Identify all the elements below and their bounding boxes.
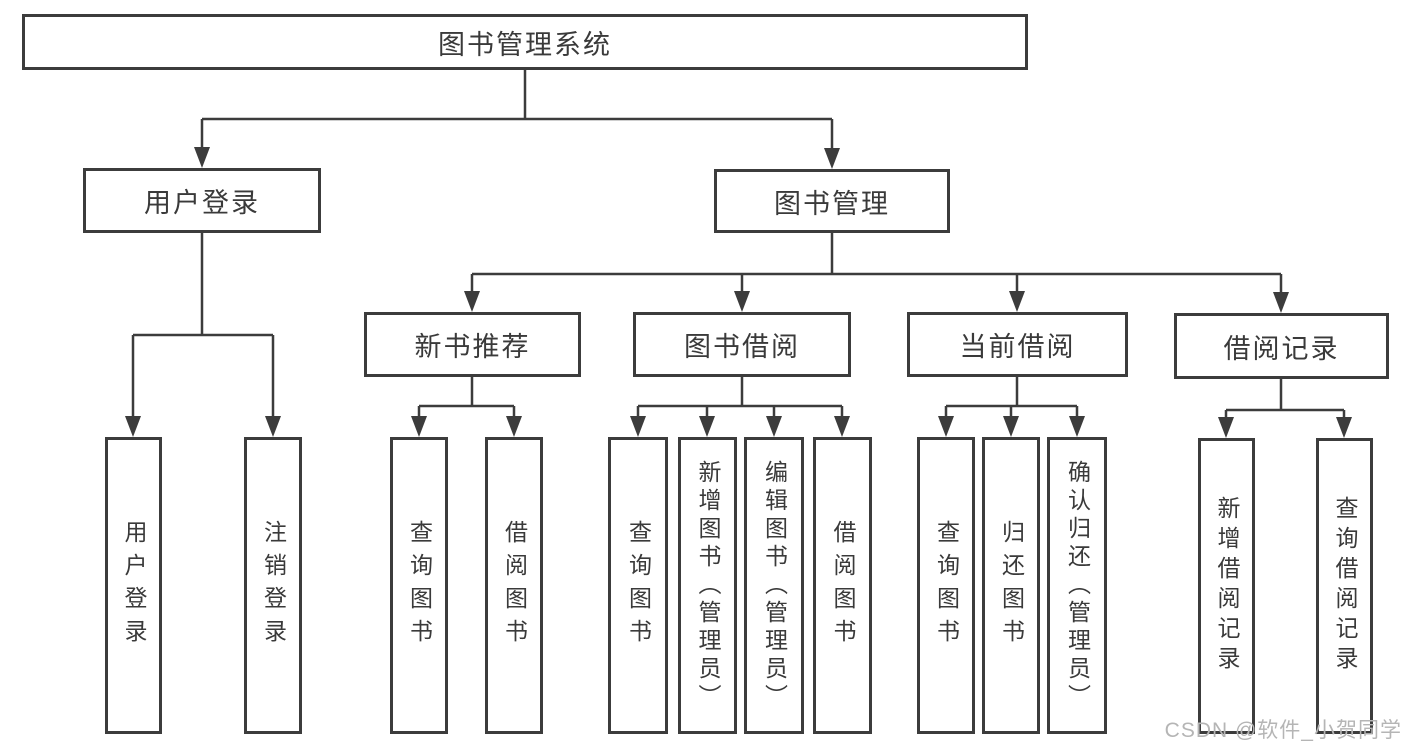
- leaf-query-books-current: 查询图书: [917, 437, 975, 734]
- node-current-borrow: 当前借阅: [907, 312, 1128, 377]
- node-book-management: 图书管理: [714, 169, 950, 233]
- node-user-login-label: 用户登录: [144, 188, 260, 218]
- leaf-user-login: 用户登录: [105, 437, 162, 734]
- arrowhead-icon: [125, 147, 1352, 438]
- leaf-query-books-recommend: 查询图书: [390, 437, 448, 734]
- leaf-return-books: 归还图书: [982, 437, 1040, 734]
- leaf-query-borrow-record: 查询借阅记录: [1316, 438, 1373, 734]
- leaf-borrow-books-recommend-label: 借阅图书: [501, 519, 528, 652]
- leaf-query-books-borrow: 查询图书: [608, 437, 668, 734]
- node-book-management-label: 图书管理: [774, 188, 890, 219]
- leaf-borrow-books-recommend: 借阅图书: [485, 437, 543, 734]
- leaf-confirm-return-admin-label: 确认归还（管理员）: [1064, 459, 1091, 712]
- leaf-user-login-label: 用户登录: [121, 519, 147, 652]
- watermark-text: CSDN @软件_小贺同学: [1164, 719, 1402, 742]
- node-borrow-records: 借阅记录: [1174, 313, 1389, 379]
- leaf-query-books-current-label: 查询图书: [933, 519, 960, 652]
- leaf-add-book-admin-label: 新增图书（管理员）: [695, 459, 721, 712]
- leaf-query-books-recommend-label: 查询图书: [406, 519, 433, 652]
- leaf-borrow-books: 借阅图书: [813, 437, 872, 734]
- node-root-label: 图书管理系统: [438, 29, 612, 60]
- leaf-confirm-return-admin: 确认归还（管理员）: [1047, 437, 1107, 734]
- node-new-book-recommend: 新书推荐: [364, 312, 581, 377]
- leaf-query-borrow-record-label: 查询借阅记录: [1332, 496, 1358, 676]
- leaf-add-book-admin: 新增图书（管理员）: [678, 437, 737, 734]
- leaf-add-borrow-record-label: 新增借阅记录: [1214, 496, 1240, 676]
- node-root: 图书管理系统: [22, 14, 1028, 70]
- node-current-borrow-label: 当前借阅: [959, 332, 1076, 362]
- leaf-logout-label: 注销登录: [260, 519, 287, 652]
- leaf-query-books-borrow-label: 查询图书: [625, 519, 652, 652]
- leaf-return-books-label: 归还图书: [998, 519, 1025, 652]
- node-borrow-records-label: 借阅记录: [1223, 333, 1340, 364]
- leaf-edit-book-admin: 编辑图书（管理员）: [744, 437, 804, 734]
- node-user-login: 用户登录: [83, 168, 321, 233]
- leaf-borrow-books-label: 借阅图书: [830, 519, 856, 652]
- leaf-logout: 注销登录: [244, 437, 302, 734]
- leaf-add-borrow-record: 新增借阅记录: [1198, 438, 1255, 734]
- connector-lines: [131, 70, 1346, 420]
- node-book-borrow-label: 图书借阅: [684, 332, 800, 362]
- leaf-edit-book-admin-label: 编辑图书（管理员）: [761, 459, 788, 712]
- node-book-borrow: 图书借阅: [633, 312, 851, 377]
- node-new-book-recommend-label: 新书推荐: [414, 332, 531, 362]
